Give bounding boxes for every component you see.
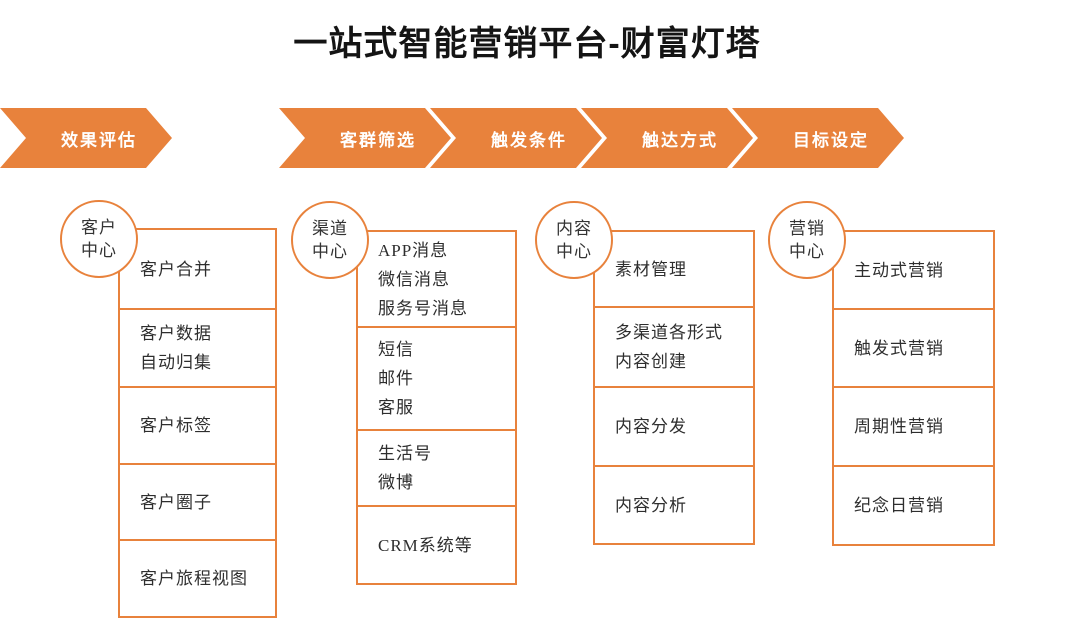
feature-box-line: 触发式营销: [854, 338, 944, 358]
feature-box-line: 主动式营销: [854, 260, 944, 280]
circle-label-line: 内容: [556, 219, 592, 238]
feature-box-line: 客户合并: [140, 259, 212, 279]
feature-box: 周期性营销: [832, 386, 995, 467]
channel-center-boxes: APP消息 微信消息 服务号消息 短信 邮件 客服 生活号 微博 CRM系统等: [356, 230, 517, 585]
circle-label-line: 客户: [81, 218, 117, 237]
flow-step-label: 目标设定: [793, 130, 869, 150]
feature-box: 多渠道各形式 内容创建: [593, 306, 755, 388]
flow-step-label: 触发条件: [491, 130, 567, 150]
feature-box-line: 微博: [378, 473, 414, 492]
feature-box-line: 周期性营销: [854, 417, 944, 436]
feature-box-line: 自动归集: [140, 353, 212, 372]
feature-box-line: APP消息: [378, 240, 449, 260]
feature-box: 内容分发: [593, 386, 755, 467]
feature-box-line: 纪念日营销: [854, 496, 944, 515]
feature-box: 客户标签: [118, 386, 277, 465]
feature-box-line: 内容创建: [615, 352, 687, 371]
circle-label-line: 渠道: [312, 219, 348, 238]
feature-box: CRM系统等: [356, 505, 517, 585]
feature-box-line: 内容分析: [615, 495, 687, 515]
feature-box-line: 多渠道各形式: [615, 323, 723, 342]
flow-step-trigger-conditions: 触发条件: [430, 108, 602, 168]
flow-step-reach-methods: 触达方式: [581, 108, 753, 168]
customer-center-boxes: 客户合并 客户数据 自动归集 客户标签 客户圈子 客户旅程视图: [118, 228, 277, 618]
customer-center-circle: 客户 中心: [60, 200, 138, 278]
flow-step-label: 触达方式: [642, 130, 718, 150]
feature-box-line: 素材管理: [615, 259, 687, 279]
feature-box: 纪念日营销: [832, 465, 995, 546]
content-center-boxes: 素材管理 多渠道各形式 内容创建 内容分发 内容分析: [593, 230, 755, 545]
feature-box-line: 客户数据: [140, 324, 212, 343]
channel-center-circle: 渠道 中心: [291, 201, 369, 279]
circle-label-line: 营销: [789, 219, 825, 238]
feature-box-line: 客户标签: [140, 416, 212, 435]
feature-box: 客户数据 自动归集: [118, 308, 277, 388]
feature-box-line: 客服: [378, 398, 414, 417]
marketing-center-boxes: 主动式营销 触发式营销 周期性营销 纪念日营销: [832, 230, 995, 546]
feature-box: 素材管理: [593, 230, 755, 308]
marketing-center-circle: 营销 中心: [768, 201, 846, 279]
feature-box-line: 生活号: [378, 444, 432, 463]
circle-label-line: 中心: [789, 242, 825, 261]
feature-box-line: 内容分发: [615, 417, 687, 436]
feature-box-line: 短信: [378, 340, 414, 359]
feature-box: 客户合并: [118, 228, 277, 310]
feature-box-line: 客户圈子: [140, 492, 212, 512]
feature-box: 触发式营销: [832, 308, 995, 388]
feature-box: 内容分析: [593, 465, 755, 545]
circle-label-line: 中心: [312, 242, 348, 261]
feature-box-line: 邮件: [378, 369, 414, 388]
flow-step-effect-evaluation: 效果评估: [0, 108, 172, 168]
feature-box: 短信 邮件 客服: [356, 326, 517, 431]
feature-box-line: CRM系统等: [378, 535, 473, 555]
flow-step-label: 效果评估: [61, 130, 137, 150]
circle-label-line: 中心: [81, 241, 117, 260]
circle-label-line: 中心: [556, 242, 592, 261]
feature-box-line: 微信消息: [378, 269, 450, 289]
feature-box: 主动式营销: [832, 230, 995, 310]
feature-box: 生活号 微博: [356, 429, 517, 507]
flow-step-label: 客群筛选: [340, 130, 416, 150]
flow-step-goal-setting: 目标设定: [732, 108, 904, 168]
feature-box-line: 客户旅程视图: [140, 569, 248, 588]
diagram-title: 一站式智能营销平台-财富灯塔: [293, 25, 761, 63]
content-center-circle: 内容 中心: [535, 201, 613, 279]
feature-box-line: 服务号消息: [378, 298, 468, 318]
feature-box: 客户圈子: [118, 463, 277, 541]
feature-box: APP消息 微信消息 服务号消息: [356, 230, 517, 328]
feature-box: 客户旅程视图: [118, 539, 277, 618]
flow-step-customer-screening: 客群筛选: [279, 108, 451, 168]
